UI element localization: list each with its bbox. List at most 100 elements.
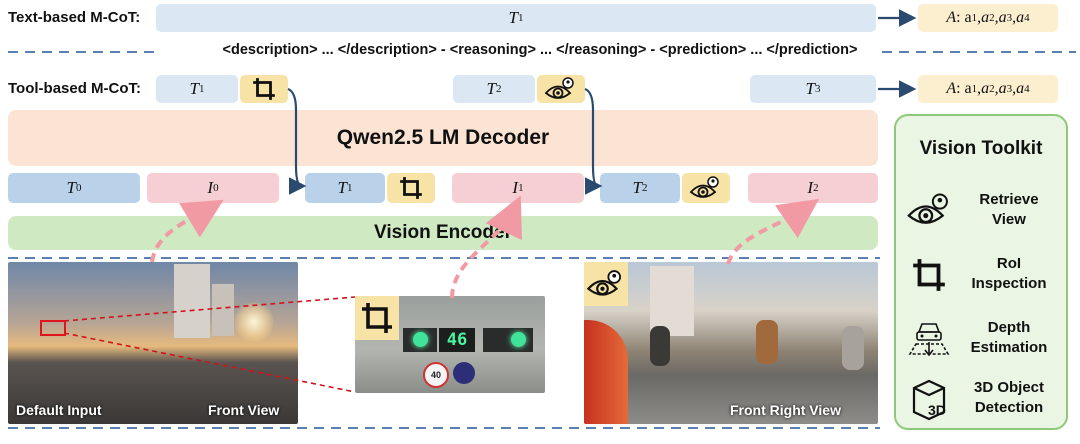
text-based-label: Text-based M-CoT: [8,9,141,26]
image-feed-curve-2 [726,198,820,265]
tok-t: T [632,178,642,197]
building-right [650,266,694,336]
lm-decoder-block: Qwen2.5 LM Decoder [8,110,878,166]
vision-toolkit-panel: Vision Toolkit Retrieve View RoI Inspect… [894,114,1068,430]
answer-tail: : a [956,80,972,97]
ans-c2: , [994,9,999,26]
front-right-view-photo: Front Right View [584,262,878,424]
default-input-caption: Default Input [16,402,102,418]
tool-call-arrow-crop [287,87,307,195]
image-feed-curve-0 [150,199,224,263]
eye-retrieve-icon [907,193,948,224]
ans-c2: , [994,80,999,97]
crop-icon [400,177,422,199]
building-small [212,284,234,336]
token-t-symbol: T [508,8,518,27]
ans-a2: a [981,80,990,97]
ans-a3: a [998,80,1007,97]
tok-i: I [512,178,519,197]
toolkit-title: Vision Toolkit [919,138,1043,159]
tok-sub: 3 [814,83,821,95]
crop-icon [253,78,275,100]
ans-a3: a [998,9,1007,26]
tok-sub: 2 [813,182,819,194]
tok-sub: 1 [346,182,353,194]
speed-sign: 40 [423,362,449,388]
tok-t: T [337,178,347,197]
ans-sub3: 3 [1006,12,1013,24]
ans-sub1: 1 [971,12,978,24]
scooter-rider-1 [650,326,670,366]
traffic-roi-box [40,320,66,336]
front-view-caption: Front View [208,402,280,418]
ans-sub4: 4 [1024,12,1030,24]
toolkit-item-depth-estimation: Depth Estimation [896,310,1066,370]
crop-icon [913,259,945,291]
tok-t: T [805,79,815,98]
encoder-label: Vision Encoder [374,222,512,243]
tok-sub: 2 [641,182,648,194]
image-feed-curve-1 [450,195,522,299]
ans-sub4: 4 [1024,83,1030,95]
format-line: <description> ... </description> - <reas… [222,42,858,58]
sun-glow [234,302,274,342]
signal-green-left [413,332,428,347]
ans-c3: , [1012,9,1017,26]
ans-c1: , [977,80,982,97]
toolkit-label-retrieve: Retrieve View [979,191,1039,228]
ans-a4: a [1016,80,1025,97]
ans-c1: , [977,9,982,26]
token-subscript: 1 [517,12,524,24]
toolkit-label-roi: RoI Inspection [971,255,1047,292]
building-tall [174,264,210,338]
crop-tool-badge [355,296,399,340]
ans-a2: a [981,9,990,26]
ans-sub3: 3 [1006,83,1013,95]
roi-crop-photo: 46 40 [355,296,545,393]
cube-3d-icon: 3D [912,379,946,421]
eye-retrieve-icon [544,77,574,99]
tok-t: T [486,79,496,98]
signal-green-right [511,332,526,347]
tool-call-arrow-retrieve [584,87,603,195]
ans-a4: a [1016,9,1025,26]
eye-retrieve-icon [586,270,621,296]
crop-icon [362,303,392,333]
depth-car-icon [908,323,950,357]
tok-sub: 0 [213,182,219,194]
blue-sign [453,362,475,384]
ans-c3: , [1012,80,1017,97]
front-right-view-caption: Front Right View [730,402,841,418]
crop-tool-token [240,75,288,103]
tok-sub: 1 [198,83,205,95]
ans-sub1: 1 [971,83,978,95]
tok-t: T [66,178,76,197]
input-retrieve-token [682,173,730,203]
toolkit-label-3d: 3D Object Detection [973,379,1045,416]
tok-t: T [189,79,199,98]
tok-i: I [207,178,214,197]
tok-sub: 1 [518,182,524,194]
ans-sub2: 2 [989,12,995,24]
tok-sub: 0 [75,182,82,194]
retrieve-tool-badge [584,262,628,306]
toolkit-item-retrieve-view: Retrieve View [896,182,1066,242]
answer-a: A [946,80,957,97]
answer-tail: : a [956,9,972,26]
decoder-label: Qwen2.5 LM Decoder [336,126,550,149]
tok-i: I [807,178,814,197]
vision-encoder-block: Vision Encoder [8,216,878,250]
input-crop-token [387,173,435,203]
scooter-rider-3 [842,326,864,370]
